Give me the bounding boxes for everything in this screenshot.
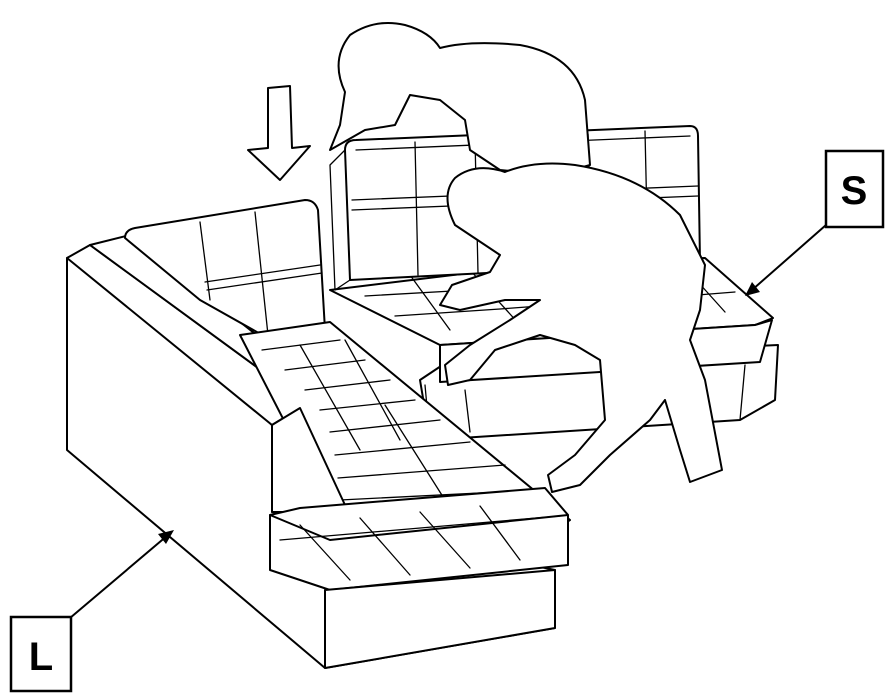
callout-l: L [9, 530, 174, 693]
down-arrow-icon [247, 85, 311, 181]
label-s: S [841, 169, 868, 213]
large-sofa-module [66, 199, 571, 669]
person-front-silhouette [439, 162, 723, 493]
footrest-tufting [279, 505, 561, 581]
label-l: L [29, 635, 53, 679]
large-back-tufting [199, 211, 323, 336]
callout-s: S [745, 149, 885, 296]
